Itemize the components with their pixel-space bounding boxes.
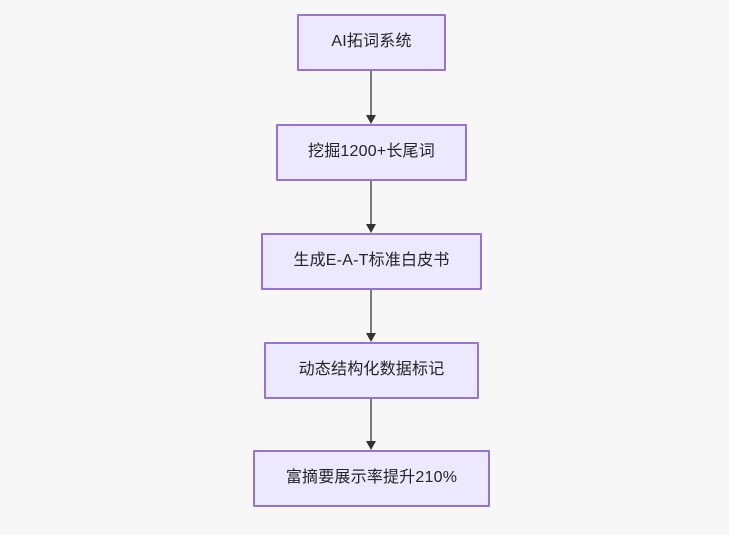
edge-line	[370, 290, 372, 333]
arrowhead-icon	[366, 333, 376, 342]
flow-node-generate-eat-whitepaper[interactable]: 生成E-A-T标准白皮书	[261, 233, 482, 290]
flow-node-label: 动态结构化数据标记	[298, 361, 445, 379]
arrowhead-icon	[366, 224, 376, 233]
edge-line	[370, 181, 372, 224]
arrowhead-icon	[366, 441, 376, 450]
flow-edge-1-to-2	[366, 71, 376, 124]
arrowhead-icon	[366, 115, 376, 124]
edge-line	[370, 399, 372, 441]
flow-node-label: AI拓词系统	[331, 33, 412, 51]
flow-node-mine-longtail-keywords[interactable]: 挖掘1200+长尾词	[276, 124, 467, 181]
flow-node-label: 挖掘1200+长尾词	[308, 143, 435, 161]
flow-edge-3-to-4	[366, 290, 376, 342]
edge-line	[370, 71, 372, 115]
flow-node-dynamic-structured-data-markup[interactable]: 动态结构化数据标记	[264, 342, 479, 399]
flow-node-label: 生成E-A-T标准白皮书	[293, 252, 450, 270]
flow-edge-4-to-5	[366, 399, 376, 450]
flow-node-rich-snippet-rate-increase[interactable]: 富摘要展示率提升210%	[253, 450, 490, 507]
flow-node-ai-keyword-system[interactable]: AI拓词系统	[297, 14, 446, 71]
flow-edge-2-to-3	[366, 181, 376, 233]
flow-node-label: 富摘要展示率提升210%	[285, 469, 458, 487]
